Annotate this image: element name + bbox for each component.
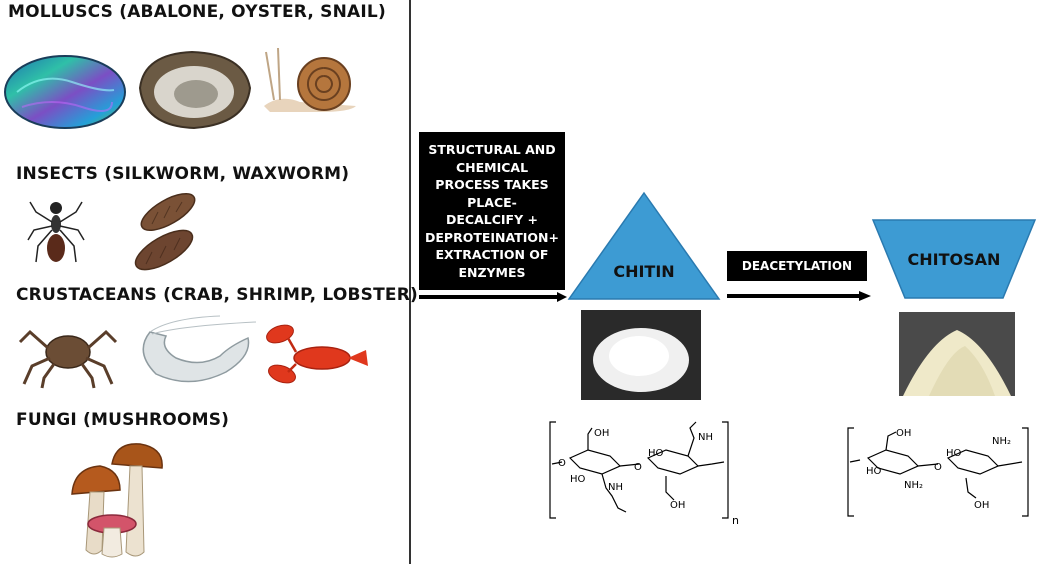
lobster-icon [266, 324, 368, 384]
mushroom-icon [71, 443, 163, 558]
process-line: PLACE- [467, 194, 517, 210]
molluscs-title: MOLLUSCS (ABALONE, OYSTER, SNAIL) [8, 2, 386, 22]
deacetylation-box: DEACETYLATION [727, 251, 867, 281]
chitosan-structure-diagram: OH HO NH₂ O HO NH₂ OH [847, 427, 1029, 517]
chitin-powder-image [581, 310, 701, 400]
chem-n: n [732, 514, 739, 527]
process-line: EXTRACTION OF [435, 247, 549, 262]
crab-icon [18, 329, 118, 389]
abalone-shell-icon [4, 55, 126, 129]
process-line: CHEMICAL [455, 159, 529, 175]
chem-oh: OH [670, 500, 685, 511]
chem-nh2: NH₂ [992, 436, 1011, 447]
chitin-triangle [567, 191, 721, 300]
chem-oh: OH [594, 428, 609, 439]
chem-o: O [558, 458, 566, 469]
chitosan-label: CHITOSAN [907, 250, 1001, 269]
chitin-to-chitosan-arrow [727, 291, 871, 301]
process-line: DEPROTEINATION+ [425, 229, 559, 245]
chem-oh: OH [974, 500, 989, 511]
ant-icon [27, 201, 85, 263]
chitosan-trapezoid [871, 219, 1037, 299]
chem-oh: OH [896, 428, 911, 439]
chitin-structure-diagram: O OH HO NH O HO NH OH n [549, 421, 739, 527]
chem-ho: HO [570, 474, 586, 485]
chem-nh: NH [698, 432, 713, 443]
chem-ho: HO [946, 448, 962, 459]
process-box: STRUCTURAL AND CHEMICAL PROCESS TAKES PL… [419, 132, 565, 290]
crustaceans-title: CRUSTACEANS (CRAB, SHRIMP, LOBSTER) [16, 285, 418, 305]
insects-title: INSECTS (SILKWORM, WAXWORM) [16, 164, 350, 184]
chem-o: O [634, 462, 642, 473]
column-divider [409, 0, 411, 564]
shrimp-icon [142, 315, 257, 383]
chitin-label: CHITIN [613, 262, 675, 281]
chem-ho: HO [648, 448, 664, 459]
chem-nh: NH [608, 482, 623, 493]
chem-ho: HO [866, 466, 882, 477]
snail-icon [264, 47, 356, 112]
oyster-icon [138, 50, 252, 130]
process-line: DECALCIFY + [446, 212, 538, 227]
chem-nh2: NH₂ [904, 480, 923, 491]
silkworm-cocoon-icon [134, 193, 196, 271]
process-line: STRUCTURAL AND [428, 142, 556, 157]
process-line: ENZYMES [458, 264, 526, 280]
process-to-chitin-arrow [419, 292, 567, 302]
chem-o: O [934, 462, 942, 473]
chitosan-powder-image [899, 312, 1015, 396]
fungi-title: FUNGI (MUSHROOMS) [16, 410, 230, 430]
process-line: PROCESS TAKES [435, 177, 549, 192]
